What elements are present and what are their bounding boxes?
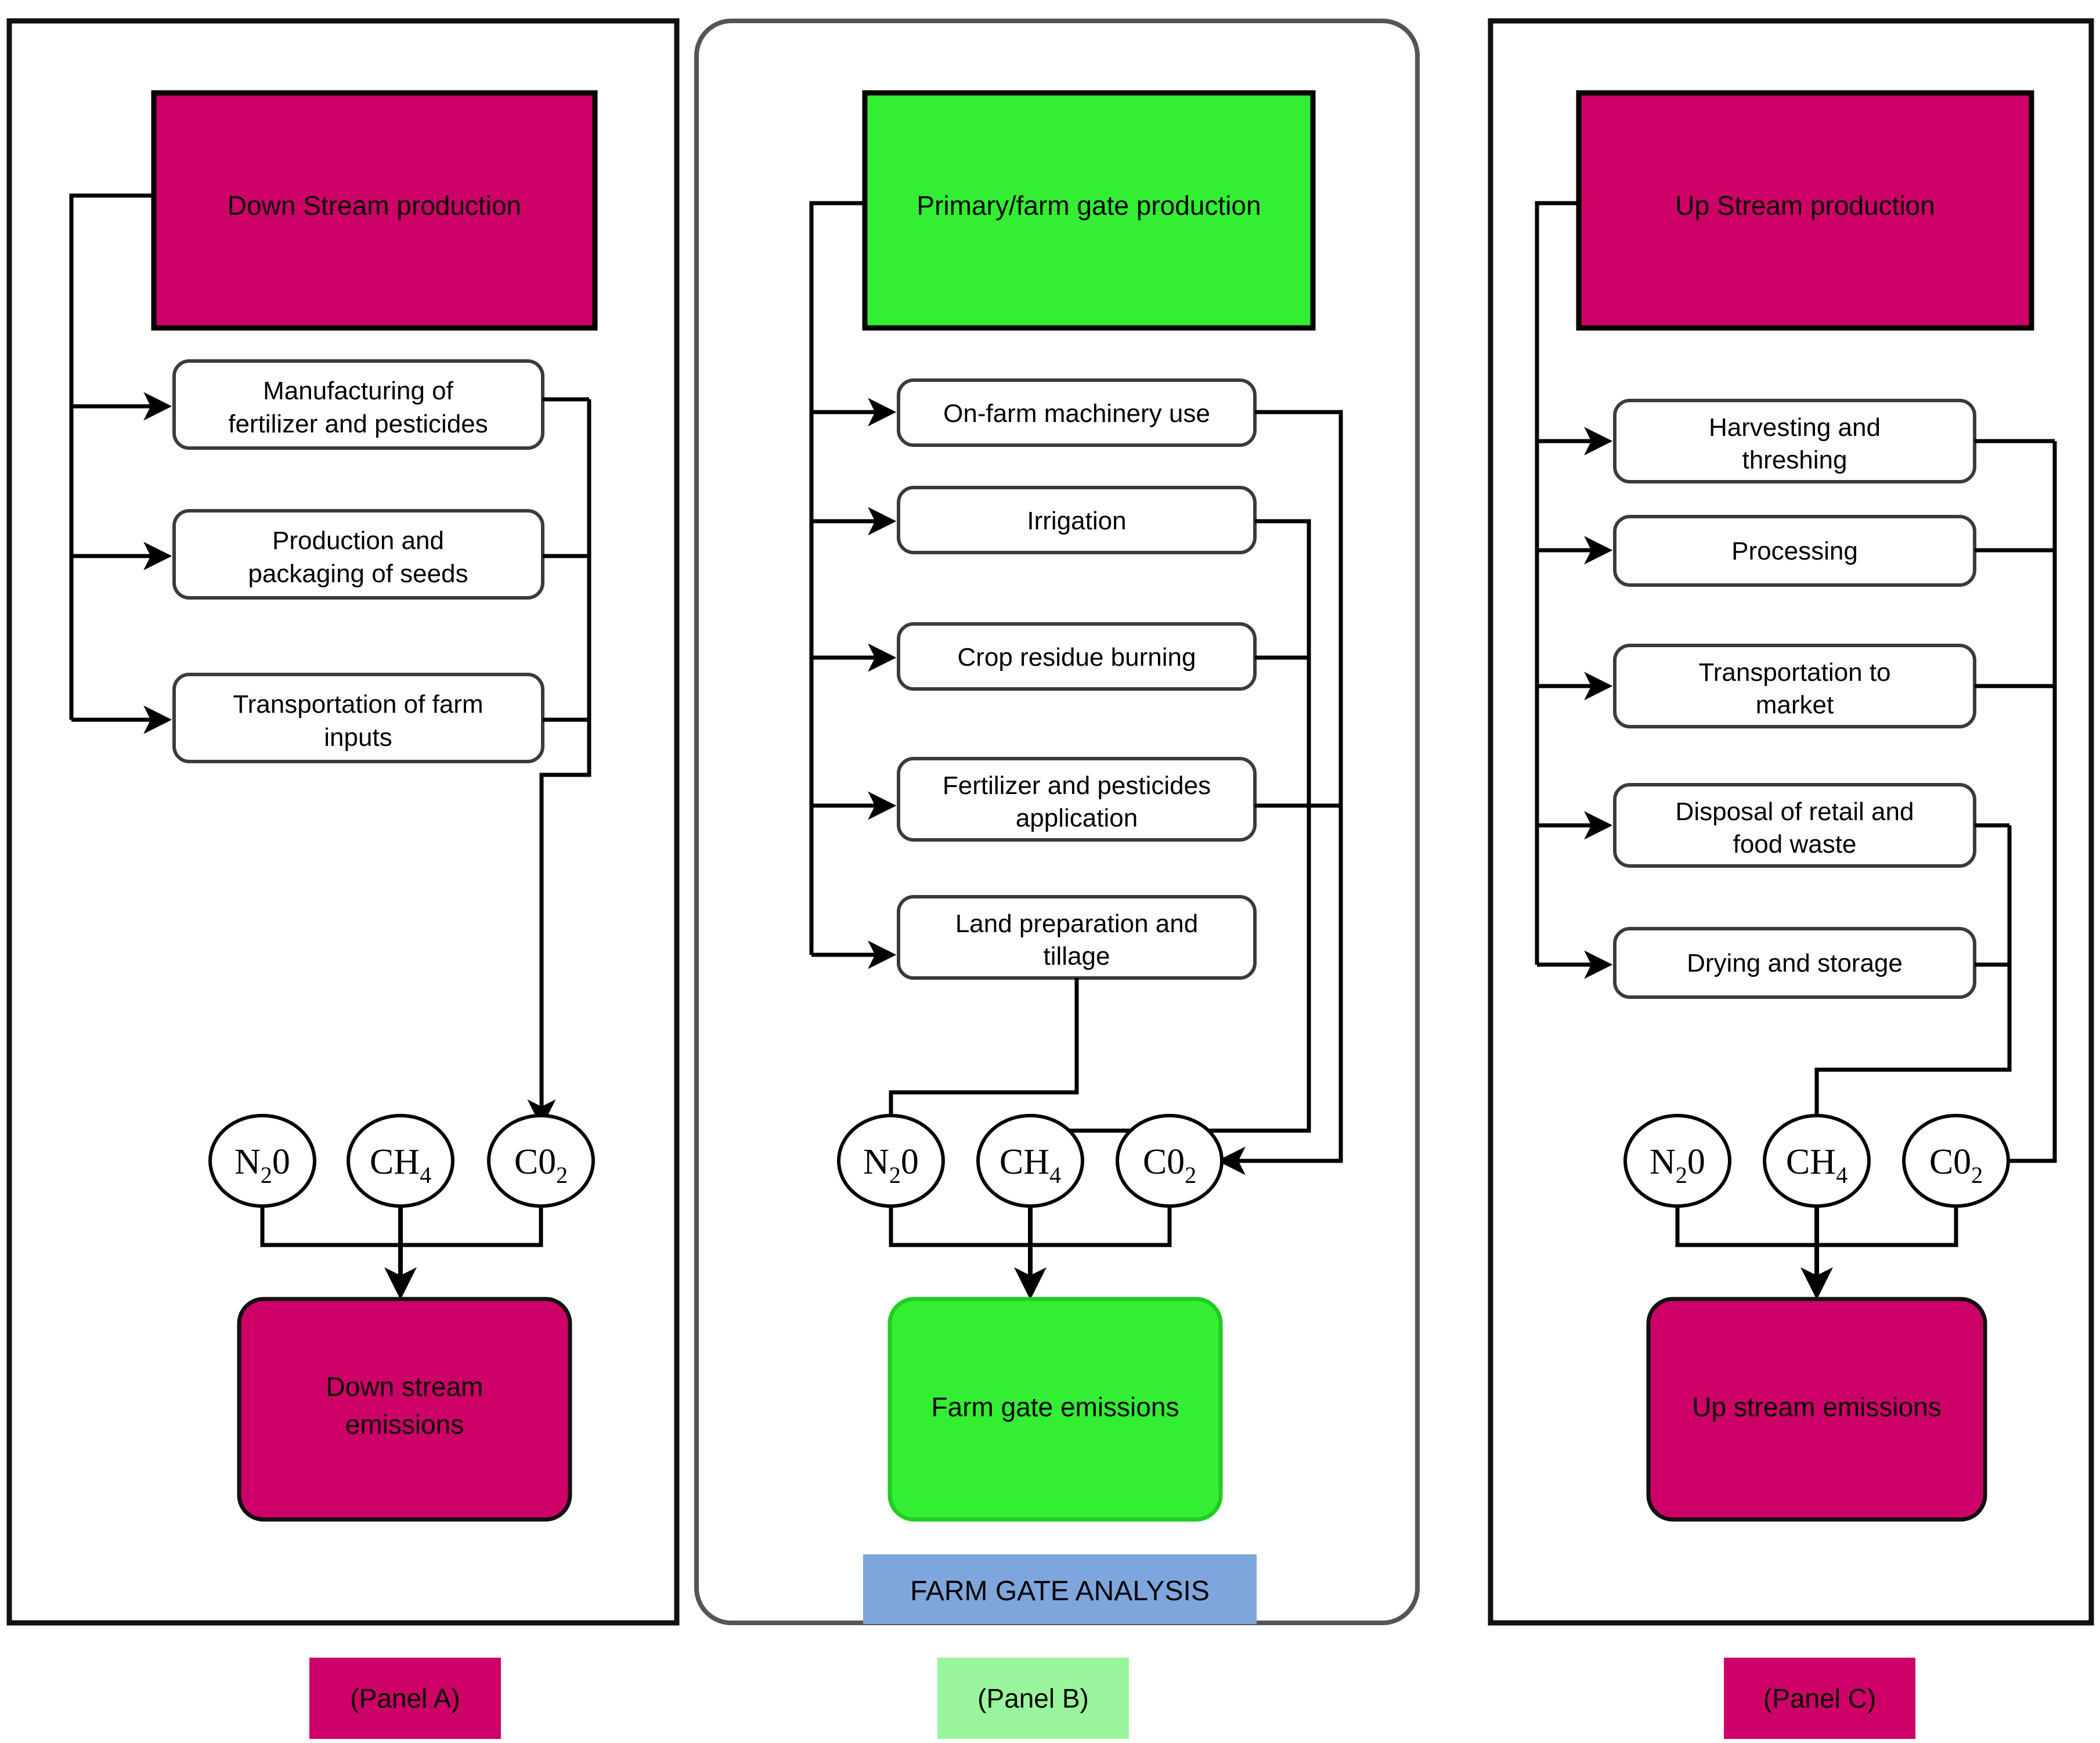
panel-b-stage-5[interactable]: Land preparation and tillage xyxy=(897,895,1257,980)
panel-b-analysis-badge: FARM GATE ANALYSIS xyxy=(863,1554,1257,1624)
panel-c-stage-2-line1: Processing xyxy=(1731,537,1858,565)
panel-a-merge-co2 xyxy=(400,1206,543,1247)
panel-c-gas-ch4[interactable]: CH4 xyxy=(1763,1114,1871,1208)
panel-b-left-trunk xyxy=(809,201,865,955)
svg-text:(Panel B): (Panel B) xyxy=(977,1683,1089,1713)
panel-a-stage-3-line2: inputs xyxy=(324,723,392,752)
panel-a-header-label: Down Stream production xyxy=(228,190,521,221)
panel-c-stage-1-line2: threshing xyxy=(1742,446,1847,474)
panel-a-stage-2[interactable]: Production and packaging of seeds xyxy=(172,509,544,600)
panel-a-stage-2-line1: Production and xyxy=(272,526,444,555)
panel-c-gas-co2[interactable]: C02 xyxy=(1902,1114,2010,1208)
panel-b-stage-1[interactable]: On-farm machinery use xyxy=(897,378,1257,447)
panel-a-gas-ch4-label: CH4 xyxy=(370,1142,431,1188)
panel-a-stage-1-line2: fertilizer and pesticides xyxy=(228,410,488,438)
panel-a-outcome[interactable]: Down stream emissions xyxy=(237,1297,572,1522)
panel-c-stage-5-line1: Drying and storage xyxy=(1687,949,1903,977)
panel-a-left-trunk xyxy=(69,193,154,720)
panel-c-stage-4[interactable]: Disposal of retail and food waste xyxy=(1613,783,1976,868)
panel-c-gas-n2o[interactable]: N20 xyxy=(1623,1114,1731,1208)
panel-c-header-box xyxy=(1576,90,2034,331)
panel-a-stage-2-line2: packaging of seeds xyxy=(248,560,468,588)
panel-b-stage-5-line2: tillage xyxy=(1044,942,1110,970)
panel-b-link-14-co2 xyxy=(1217,410,1343,1175)
panel-c-stage-1[interactable]: Harvesting and threshing xyxy=(1613,399,1976,483)
panel-b-stage-4-line2: application xyxy=(1016,804,1138,832)
panel-c-stage-3-line1: Transportation to xyxy=(1699,658,1891,687)
panel-b-stage-3-line1: Crop residue burning xyxy=(958,643,1196,672)
panel-a-stage-1[interactable]: Manufacturing of fertilizer and pesticid… xyxy=(172,359,544,450)
svg-text:FARM GATE ANALYSIS: FARM GATE ANALYSIS xyxy=(910,1576,1210,1607)
panel-b-merge-n2o xyxy=(889,1206,1030,1247)
panel-a-stage-3[interactable]: Transportation of farm inputs xyxy=(172,673,544,763)
panel-a-gas-co2[interactable]: C02 xyxy=(487,1114,595,1208)
panel-a-outcome-line1: Down stream xyxy=(326,1372,483,1402)
panel-a-stage-3-line1: Transportation of farm xyxy=(233,690,483,719)
panel-b-header-label: Primary/farm gate production xyxy=(917,190,1261,221)
panel-c-outcome[interactable]: Up stream emissions xyxy=(1646,1297,1987,1522)
panel-b-stage-3[interactable]: Crop residue burning xyxy=(897,622,1257,691)
panel-c-stage-5[interactable]: Drying and storage xyxy=(1613,927,1976,999)
svg-text:(Panel A): (Panel A) xyxy=(350,1683,460,1713)
panel-a-merge-n2o xyxy=(260,1206,400,1247)
panel-c-merge-co2 xyxy=(1817,1206,1958,1247)
panel-b-gas-ch4[interactable]: CH4 xyxy=(976,1114,1084,1208)
panel-c-stage-4-line1: Disposal of retail and xyxy=(1676,797,1914,826)
panel-b-outcome[interactable]: Farm gate emissions xyxy=(887,1297,1223,1522)
panel-b-stage-2-line1: Irrigation xyxy=(1027,507,1126,535)
panel-c-stage-4-line2: food waste xyxy=(1733,830,1857,858)
panel-b-stage-1-line1: On-farm machinery use xyxy=(943,399,1210,428)
panel-c-stage-3-line2: market xyxy=(1756,691,1834,719)
panel-c-link-45-ch4 xyxy=(1802,825,2012,1157)
panel-b-header-box xyxy=(862,90,1316,331)
panel-a-stage-1-line1: Manufacturing of xyxy=(263,377,454,405)
panel-c-merge-n2o xyxy=(1675,1206,1817,1247)
panel-c-panel-label: (Panel C) xyxy=(1724,1658,1915,1739)
panel-c-stage-1-line1: Harvesting and xyxy=(1709,413,1881,442)
panel-a-gas-n2o[interactable]: N20 xyxy=(208,1114,316,1208)
panel-b-stage-4-line1: Fertilizer and pesticides xyxy=(943,771,1211,800)
svg-text:(Panel C): (Panel C) xyxy=(1763,1683,1876,1713)
panel-c-outcome-line1: Up stream emissions xyxy=(1692,1392,1941,1422)
panel-a-collector-trunk xyxy=(527,399,591,1128)
panel-a-gas-ch4[interactable]: CH4 xyxy=(347,1114,454,1208)
panel-b-merge-co2 xyxy=(1030,1206,1172,1247)
panel-c-stage-2[interactable]: Processing xyxy=(1613,515,1976,587)
panel-b-stage-4[interactable]: Fertilizer and pesticides application xyxy=(897,757,1257,842)
panel-c-left-trunk xyxy=(1535,201,1579,965)
panel-b-gas-n2o[interactable]: N20 xyxy=(837,1114,945,1208)
panel-b-stage-2[interactable]: Irrigation xyxy=(897,486,1257,554)
panel-a-panel-label: (Panel A) xyxy=(309,1658,501,1739)
panel-a-header-box xyxy=(151,90,598,331)
panel-b-stage-5-line1: Land preparation and xyxy=(955,910,1198,938)
panel-b-gas-co2[interactable]: C02 xyxy=(1116,1114,1224,1208)
panel-b-outcome-line1: Farm gate emissions xyxy=(932,1392,1179,1422)
panel-a-outcome-line2: emissions xyxy=(345,1409,464,1439)
panel-b-panel-label: (Panel B) xyxy=(937,1658,1129,1739)
panel-c-stage-3[interactable]: Transportation to market xyxy=(1613,644,1976,728)
panel-c-header-label: Up Stream production xyxy=(1675,190,1935,221)
